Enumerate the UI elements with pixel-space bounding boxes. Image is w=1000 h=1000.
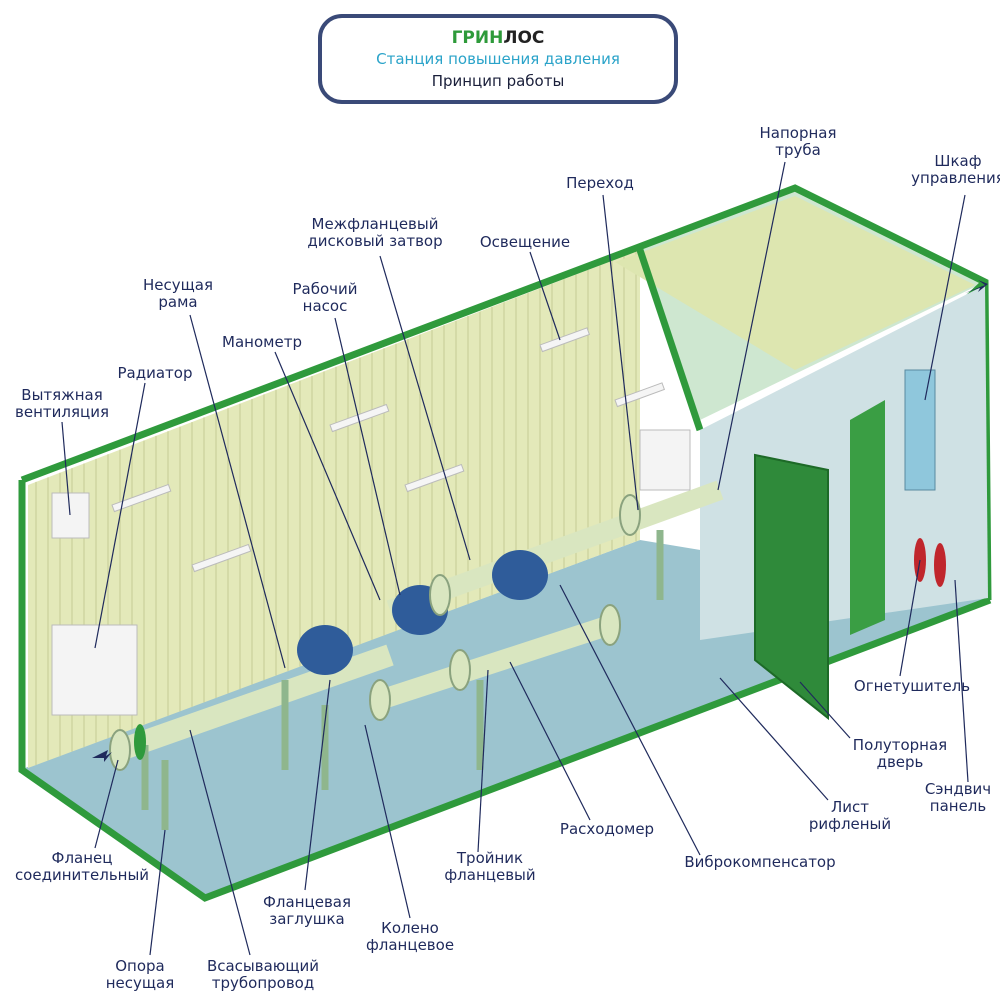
door-half: [850, 400, 885, 635]
vent-grille: [51, 492, 90, 539]
door: [754, 453, 829, 721]
label-line: Расходомер: [559, 820, 655, 838]
label-line: управления: [911, 169, 1000, 187]
label-line: трубопровод: [211, 974, 315, 992]
label-line: Всасывающий: [206, 957, 320, 975]
label-line: рама: [158, 293, 198, 311]
label-radiator: Радиатор: [118, 365, 193, 382]
label-line: вентиляция: [15, 403, 109, 421]
label-line: Манометр: [222, 333, 302, 351]
label-line: Шкаф: [934, 152, 982, 170]
label-line: Опора: [115, 957, 165, 975]
label-line: Сэндвич: [924, 780, 992, 798]
pipework: [92, 280, 988, 830]
label-line: Фланец: [51, 849, 113, 867]
brand-green: ГРИН: [451, 28, 504, 48]
roof-panel: [615, 196, 975, 370]
label-line: Переход: [566, 174, 634, 192]
label-line: Напорная: [759, 124, 837, 142]
label-line: дверь: [876, 753, 924, 771]
label-line: дисковый затвор: [307, 232, 443, 250]
label-line: Лист: [830, 798, 869, 816]
fire-extinguisher-icon-2: [934, 543, 946, 587]
label-line: Огнетушитель: [853, 677, 971, 695]
label-line: соединительный: [14, 866, 150, 884]
label-vibro: Виброкомпенсатор: [684, 854, 835, 871]
label-line: фланцевое: [365, 936, 455, 954]
label-osveshchenie: Освещение: [480, 234, 570, 251]
label-line: Радиатор: [117, 364, 193, 382]
outlet-arrow-icon: [965, 280, 988, 293]
control-cabinet: [904, 369, 936, 491]
brand-name: ГРИНЛОС: [322, 28, 674, 48]
label-line: Колено: [381, 919, 439, 937]
radiator-2: [639, 429, 691, 491]
label-line: Полуторная: [852, 736, 948, 754]
label-line: Фланцевая: [263, 893, 351, 911]
label-line: Освещение: [479, 233, 571, 251]
label-line: несущая: [105, 974, 175, 992]
brand-rest: ЛОС: [503, 28, 545, 48]
label-line: фланцевый: [444, 866, 536, 884]
label-line: панель: [929, 797, 987, 815]
back-wall: [28, 250, 640, 768]
leader-lines: [61, 161, 969, 956]
label-line: Межфланцевый: [311, 215, 439, 233]
label-ognetushitel: Огнетушитель: [854, 678, 970, 695]
label-line: Рабочий: [292, 280, 358, 298]
label-perehod: Переход: [566, 175, 634, 192]
label-line: труба: [775, 141, 821, 159]
label-line: Вытяжная: [21, 386, 103, 404]
title-box: ГРИНЛОС Станция повышения давления Принц…: [318, 14, 678, 104]
subtitle: Станция повышения давления: [376, 50, 620, 68]
inlet-arrow-icon: [92, 750, 112, 762]
label-line: заглушка: [269, 910, 345, 928]
caption: Принцип работы: [431, 72, 565, 90]
wall-ribs: [35, 251, 637, 766]
label-manometr: Манометр: [222, 334, 302, 351]
label-line: насос: [302, 297, 348, 315]
label-line: Несущая: [143, 276, 213, 294]
label-rashodomer: Расходомер: [560, 821, 654, 838]
radiator: [51, 624, 138, 716]
lights: [111, 327, 666, 573]
label-line: Тройник: [456, 849, 524, 867]
label-line: Виброкомпенсатор: [684, 853, 836, 871]
label-line: рифленый: [808, 815, 892, 833]
